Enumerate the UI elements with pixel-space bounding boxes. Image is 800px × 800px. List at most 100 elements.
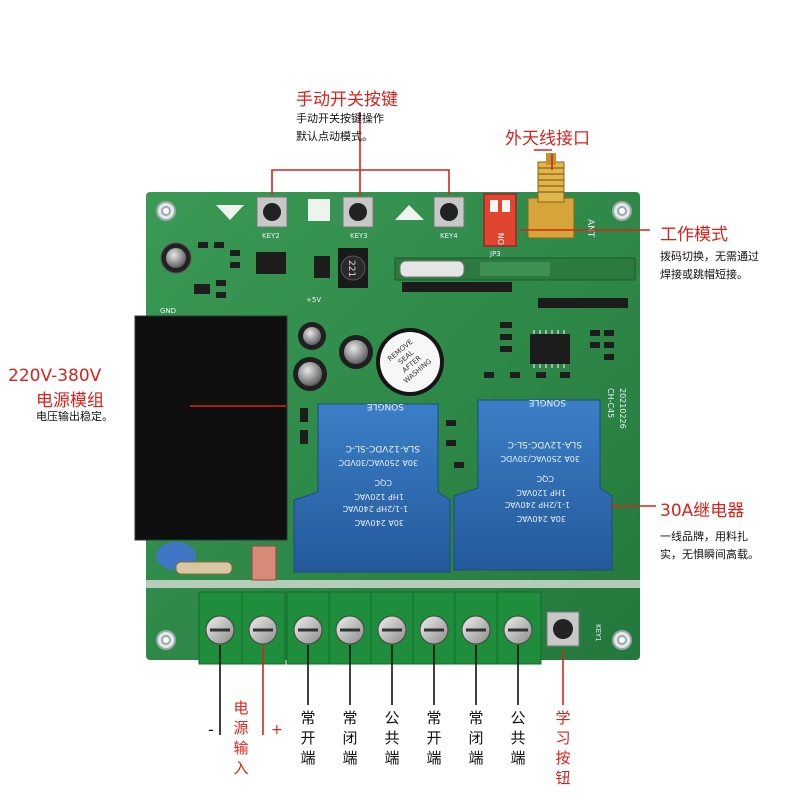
relay-1-cert: CQC xyxy=(374,478,392,487)
relay-2: 30A 240VAC 1-1/2HP 240VAC 1HP 120VAC CQC… xyxy=(453,397,613,571)
mounting-holes xyxy=(156,201,632,650)
key3-switch xyxy=(342,196,374,228)
manual-key-desc-2: 默认点动模式。 xyxy=(296,130,373,143)
no1-char-1: 常 xyxy=(300,709,316,727)
work-mode-desc-2: 焊接或跳帽短接。 xyxy=(660,268,748,281)
key2-label: KEY2 xyxy=(262,232,280,240)
jp3-label: JP3 xyxy=(489,250,501,258)
relay-1-line2: 1-1/2HP 240VAC xyxy=(342,504,408,513)
nc2-label: 常 闭 端 xyxy=(465,708,487,768)
work-mode-title: 工作模式 xyxy=(660,225,728,245)
no1-label: 常 开 端 xyxy=(297,708,319,768)
nc1-char-3: 端 xyxy=(342,749,358,767)
power-inductor: 221 xyxy=(338,248,368,288)
antenna-title: 外天线接口 xyxy=(505,129,590,149)
key3-label: KEY3 xyxy=(350,232,368,240)
com2-char-1: 公 xyxy=(510,709,526,727)
com2-char-2: 共 xyxy=(510,729,526,747)
relay-1-model: SLA-12VDC-SL-C xyxy=(346,443,420,453)
no2-char-3: 端 xyxy=(426,749,442,767)
learn-char-3: 按 xyxy=(555,749,571,767)
voltage-label: +5V xyxy=(306,296,321,304)
com1-char-1: 公 xyxy=(384,709,400,727)
silkscreen-arrows xyxy=(216,199,424,221)
no2-label: 常 开 端 xyxy=(423,708,445,768)
com1-label: 公 共 端 xyxy=(381,708,403,768)
relay-1-line1: 1HP 120VAC xyxy=(354,492,404,501)
relay-2-model: SLA-12VDC-SL-C xyxy=(508,439,582,449)
relay-2-line1: 1HP 120VAC xyxy=(516,488,566,497)
power-module-title-2: 电源模组 xyxy=(36,391,104,411)
minus-sign: - xyxy=(208,720,214,739)
power-input-char-2: 源 xyxy=(233,719,249,737)
no1-char-2: 开 xyxy=(300,729,316,747)
relay-2-brand: SONGLE xyxy=(528,397,566,407)
key1-label: KEY1 xyxy=(594,624,602,642)
small-smd-parts xyxy=(300,322,614,468)
rf-module xyxy=(394,257,636,281)
electrolytic-cap-small xyxy=(160,242,192,274)
dip-switch: ON xyxy=(483,193,517,247)
relay-1: 30A 240VAC 1-1/2HP 240VAC 1HP 120VAC CQC… xyxy=(293,401,451,573)
electrolytic-caps xyxy=(293,322,373,391)
com2-label: 公 共 端 xyxy=(507,708,529,768)
relay-desc-2: 实，无惧瞬间高载。 xyxy=(660,548,759,561)
pin-headers xyxy=(402,282,628,308)
key4-label: KEY4 xyxy=(440,232,458,240)
inductor-label: 221 xyxy=(346,260,356,277)
nc2-char-2: 闭 xyxy=(468,729,484,747)
relay-2-cert: CQC xyxy=(536,474,554,483)
nc1-char-1: 常 xyxy=(342,709,358,727)
no2-char-2: 开 xyxy=(426,729,442,747)
com2-char-3: 端 xyxy=(510,749,526,767)
mcu-chip xyxy=(530,330,570,368)
sma-connector xyxy=(527,153,575,239)
relay-2-line2: 1-1/2HP 240VAC xyxy=(504,500,570,509)
model-label: CH-C45 xyxy=(606,388,615,418)
work-mode-desc-1: 拨码切换，无需通过 xyxy=(660,250,759,263)
key2-switch xyxy=(256,196,288,228)
pointer-lines-black xyxy=(219,645,519,735)
nc2-char-1: 常 xyxy=(468,709,484,727)
relay-2-line4: 30A 250VAC/30VDC xyxy=(500,454,580,463)
power-input-char-1: 电 xyxy=(233,699,249,717)
power-input-char-4: 入 xyxy=(233,759,249,777)
dip-on-label: ON xyxy=(497,233,506,245)
learn-char-4: 钮 xyxy=(555,769,571,787)
key4-switch xyxy=(433,196,465,228)
relay-title: 30A继电器 xyxy=(660,501,745,521)
power-module-title-1: 220V-380V xyxy=(8,366,102,386)
pointer-lines xyxy=(190,112,656,735)
learn-button-label: 学 习 按 钮 xyxy=(552,708,574,788)
fuse-resistor xyxy=(175,545,277,581)
relay-1-brand: SONGLE xyxy=(366,401,404,411)
learn-char-1: 学 xyxy=(555,709,571,727)
relay-desc-1: 一线品牌，用料扎 xyxy=(660,530,748,543)
power-module-desc: 电压输出稳定。 xyxy=(36,410,113,423)
relay-1-line4: 30A 250VAC/30VDC xyxy=(338,458,418,467)
plus-sign: + xyxy=(271,722,283,738)
date-label: 20210226 xyxy=(618,388,627,429)
ant-label: ANT xyxy=(585,219,595,238)
relay-1-line3: 30A 240VAC xyxy=(354,518,404,527)
buzzer: REMOVE SEAL AFTER WASHING xyxy=(376,328,444,396)
no2-char-1: 常 xyxy=(426,709,442,727)
power-input-label: 电 源 输 入 xyxy=(230,698,252,778)
nc1-char-2: 闭 xyxy=(342,729,358,747)
nc2-char-3: 端 xyxy=(468,749,484,767)
no1-char-3: 端 xyxy=(300,749,316,767)
power-input-char-3: 输 xyxy=(233,739,249,757)
nc1-label: 常 闭 端 xyxy=(339,708,361,768)
terminal-screws xyxy=(205,615,533,645)
key1-switch xyxy=(546,611,580,647)
relay-2-line3: 30A 240VAC xyxy=(516,514,566,523)
manual-key-title: 手动开关按键 xyxy=(296,90,398,110)
com1-char-2: 共 xyxy=(384,729,400,747)
smd-chips xyxy=(194,242,330,298)
power-module xyxy=(134,315,288,541)
manual-key-desc-1: 手动开关按键操作 xyxy=(296,112,384,125)
com1-char-3: 端 xyxy=(384,749,400,767)
learn-char-2: 习 xyxy=(555,729,571,747)
gnd-label: GND xyxy=(160,307,176,315)
